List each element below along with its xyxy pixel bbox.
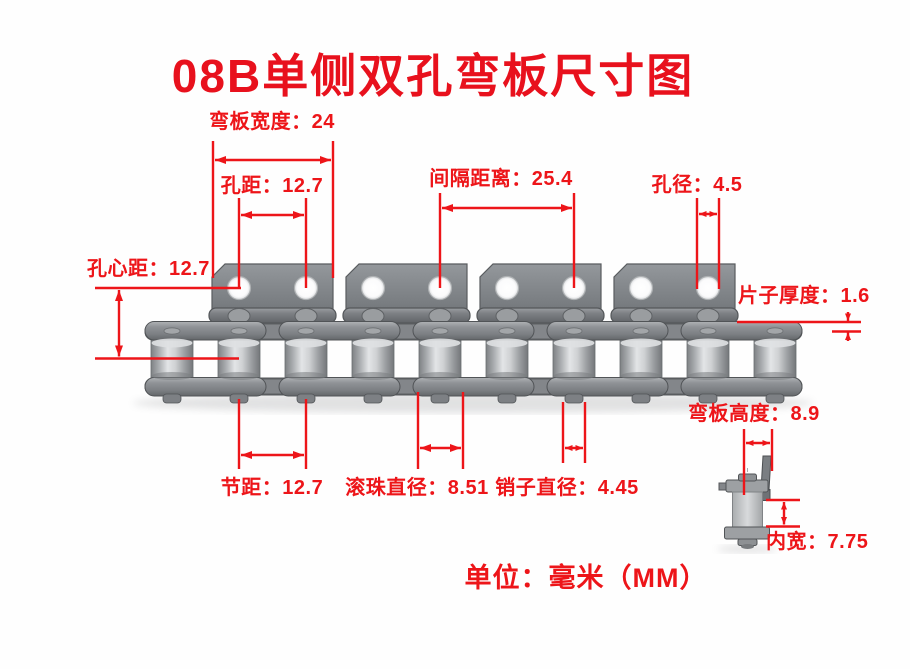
side-view-bushing <box>732 491 763 528</box>
dim-interval-distance <box>438 193 576 288</box>
dim-hole-diameter <box>695 198 721 289</box>
side-view-pin-cap <box>741 544 754 549</box>
pin-tails-bottom <box>162 393 785 404</box>
side-view-top-plate <box>725 479 769 493</box>
unit-note: 单位：毫米（MM） <box>464 563 708 593</box>
roller-chain <box>144 321 803 404</box>
roller-caps <box>151 338 796 380</box>
side-view-bottom-plate <box>724 526 770 540</box>
side-view-pin-top <box>738 473 757 482</box>
dim-inner-width <box>766 498 800 528</box>
bent-plate-4-hole-1 <box>628 275 654 301</box>
side-view-link <box>718 455 772 549</box>
bent-plate-2-hole-1 <box>360 275 386 301</box>
pin-head-bumps <box>227 308 720 324</box>
dim-bend-plate-width <box>211 141 335 278</box>
label-roller-diameter: 滚珠直径：8.51 <box>345 477 489 499</box>
label-hole-center-distance: 孔心距：12.7 <box>87 258 210 280</box>
dimension-lines <box>95 141 861 528</box>
label-bend-plate-width: 弯板宽度：24 <box>209 111 335 133</box>
dim-pitch <box>237 399 308 469</box>
label-hole-diameter: 孔径：4.5 <box>651 174 743 196</box>
outer-link-plates <box>144 321 803 397</box>
label-hole-spacing: 孔距：12.7 <box>220 175 324 197</box>
dim-pin-diameter <box>561 402 587 463</box>
diagram-title: 08B单侧双孔弯板尺寸图 <box>171 50 695 102</box>
label-bend-plate-height: 弯板高度：8.9 <box>688 403 820 425</box>
bent-plate-3-hole-1 <box>494 275 520 301</box>
label-interval-distance: 间隔距离：25.4 <box>429 168 573 190</box>
link-plate-bands <box>144 321 803 404</box>
bent-plate-1 <box>208 263 337 324</box>
dim-hole-spacing <box>237 198 308 288</box>
dim-plate-thickness <box>737 312 861 341</box>
pin-heads-top <box>163 327 784 335</box>
label-pitch: 节距：12.7 <box>220 477 324 499</box>
bent-plates <box>208 263 739 324</box>
side-view-shadow <box>717 545 777 553</box>
dim-hole-center-distance <box>95 286 241 360</box>
dim-bend-plate-height <box>742 429 774 495</box>
label-pin-diameter: 销子直径：4.45 <box>495 477 639 499</box>
dim-roller-diameter <box>416 392 465 469</box>
bent-plate-4-hole-2 <box>695 275 721 301</box>
label-plate-thickness: 片子厚度：1.6 <box>738 285 870 307</box>
label-inner-width: 内宽：7.75 <box>766 531 869 553</box>
